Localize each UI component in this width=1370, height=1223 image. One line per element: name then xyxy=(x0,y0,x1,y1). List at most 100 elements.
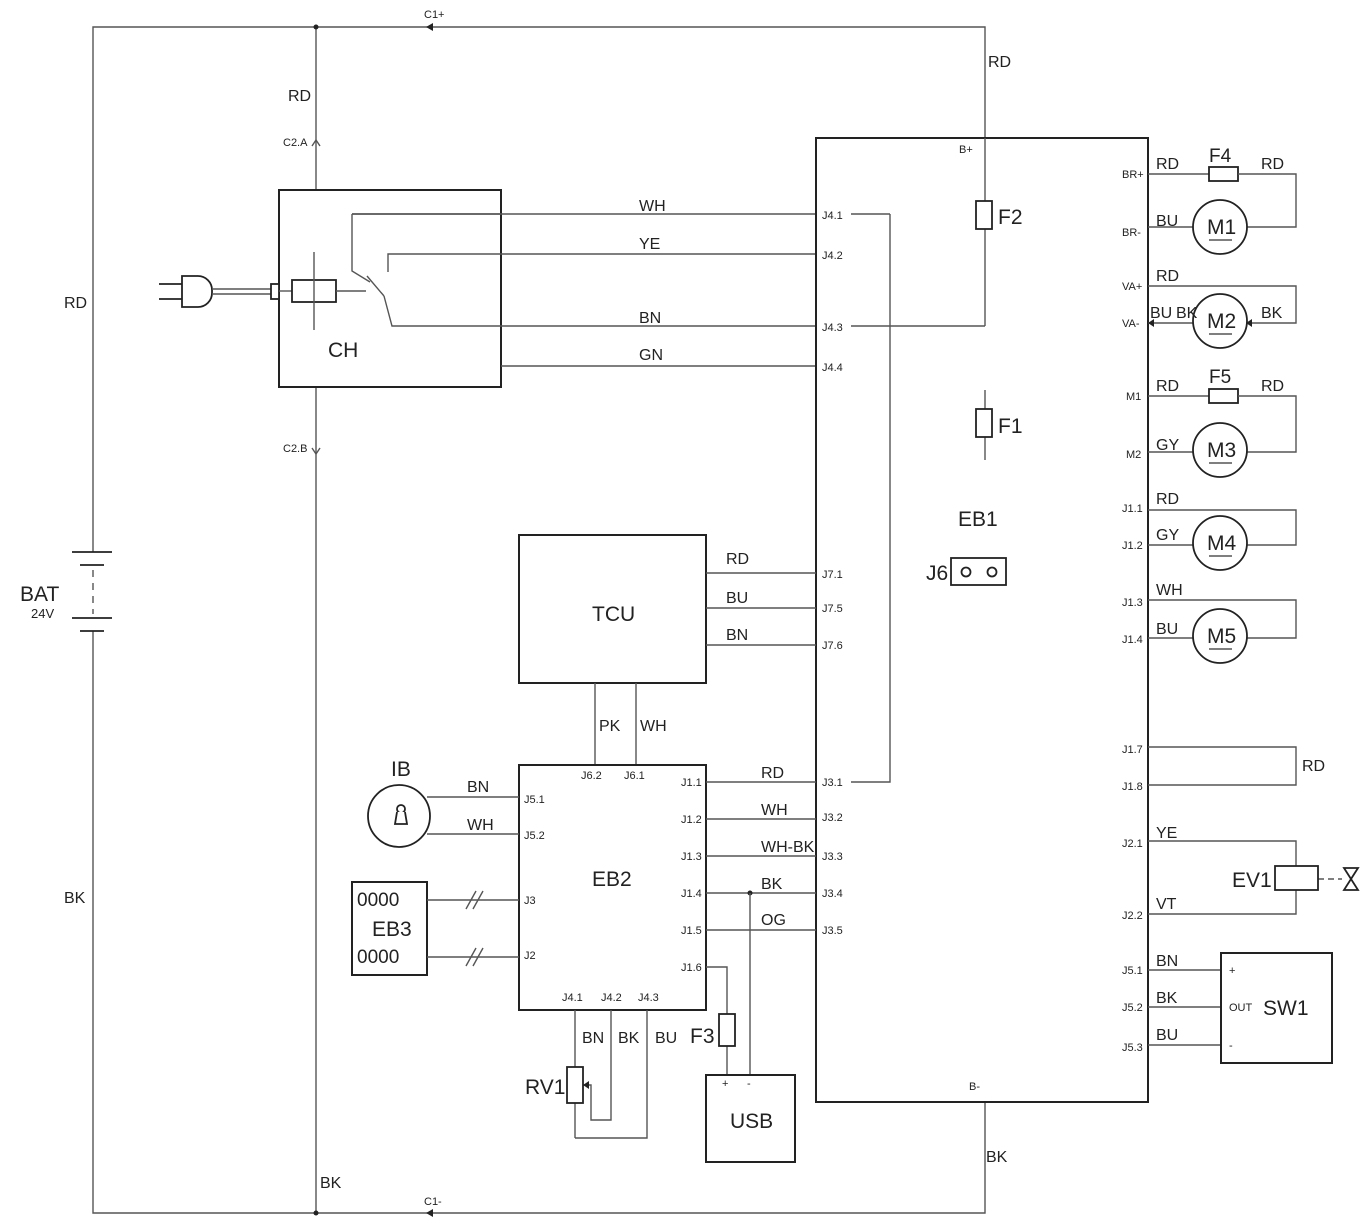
eb1-pin-j4-1: J4.1 xyxy=(822,210,843,222)
ch-label: CH xyxy=(328,339,358,362)
tcu-label: TCU xyxy=(592,603,635,626)
m1-wiring xyxy=(1148,166,1297,228)
fuse-f3 xyxy=(718,1013,736,1047)
eb2-pin-j4-2: J4.2 xyxy=(601,992,622,1004)
eb1-pin-m1: M1 xyxy=(1126,391,1141,403)
bat-voltage-label: 24V xyxy=(31,606,54,621)
eb3-label: EB3 xyxy=(372,918,412,941)
eb2-pin-j1-5: J1.5 xyxy=(681,925,702,937)
wire-label-rv1-bk: BK xyxy=(618,1030,640,1047)
sw1-wiring xyxy=(1148,969,1221,1046)
wire-label-ib-bn: BN xyxy=(467,779,489,796)
wire-label-bk-bminus: BK xyxy=(986,1149,1008,1166)
m4-wiring xyxy=(1148,509,1297,546)
wire-label-m1-rd-left: RD xyxy=(1156,156,1179,173)
wire-label-m3-rd-right: RD xyxy=(1261,378,1284,395)
fuse-f5-label: F5 xyxy=(1209,367,1231,388)
eb1-bplus-label: B+ xyxy=(959,144,973,156)
connector-c1-minus: C1- xyxy=(424,1196,442,1208)
wire-label-ch-gn: GN xyxy=(639,347,663,364)
wire-label-m1-bu: BU xyxy=(1156,213,1178,230)
wire-label-bk-bottom: BK xyxy=(320,1175,342,1192)
bat-label: BAT xyxy=(20,583,59,606)
m3-wiring xyxy=(1148,388,1297,453)
usb-pin-plus: + xyxy=(722,1078,728,1090)
valve-ev1 xyxy=(1274,865,1319,891)
fuse-f4-label: F4 xyxy=(1209,146,1232,167)
eb1-pin-j5-3: J5.3 xyxy=(1122,1042,1143,1054)
eb1-pin-j3-5: J3.5 xyxy=(822,925,843,937)
sw1-box xyxy=(1220,952,1333,1064)
eb1-pin-j3-3: J3.3 xyxy=(822,851,843,863)
eb2-to-eb1-wires xyxy=(706,781,816,1075)
wire-label-tcu-rd: RD xyxy=(726,551,749,568)
eb1-pin-j3-2: J3.2 xyxy=(822,812,843,824)
eb1-pin-j1-4: J1.4 xyxy=(1122,634,1143,646)
eb3-box xyxy=(351,881,428,976)
eb1-bminus-label: B- xyxy=(969,1081,980,1093)
wire-label-m2-rd: RD xyxy=(1156,268,1179,285)
eb1-pin-m2: M2 xyxy=(1126,449,1141,461)
eb2-pin-j2: J2 xyxy=(524,950,536,962)
eb2-pin-j6-2: J6.2 xyxy=(581,770,602,782)
eb1-pin-j2-2: J2.2 xyxy=(1122,910,1143,922)
eb2-label: EB2 xyxy=(592,868,632,891)
wire-label-m3-gy: GY xyxy=(1156,437,1179,454)
wire-label-tcu-wh: WH xyxy=(640,718,667,735)
wire-label-ib-wh: WH xyxy=(467,817,494,834)
eb1-pin-va-plus: VA+ xyxy=(1122,281,1142,293)
eb1-pin-j4-2: J4.2 xyxy=(822,250,843,262)
wire-label-m2-bk-right: BK xyxy=(1261,305,1283,322)
eb2-pin-j4-3: J4.3 xyxy=(638,992,659,1004)
wire-label-m4-rd: RD xyxy=(1156,491,1179,508)
fuse-f3-label: F3 xyxy=(690,1025,715,1048)
eb3-connector-bottom: 0000 xyxy=(357,947,399,968)
eb1-pin-j1-7: J1.7 xyxy=(1122,744,1143,756)
eb1-label: EB1 xyxy=(958,508,998,531)
sw1-label: SW1 xyxy=(1263,997,1309,1020)
wire-label-m2-bk-left: BK xyxy=(1176,305,1198,322)
wire-label-sw1-bk: BK xyxy=(1156,990,1178,1007)
eb1-pin-j4-3: J4.3 xyxy=(822,322,843,334)
eb1-pin-va-minus: VA- xyxy=(1122,318,1140,330)
eb1-pin-j7-1: J7.1 xyxy=(822,569,843,581)
eb2-pin-j6-1: J6.1 xyxy=(624,770,645,782)
eb1-pin-j5-2: J5.2 xyxy=(1122,1002,1143,1014)
motor-m5-label: M5 xyxy=(1207,625,1236,648)
eb2-pin-j5-1: J5.1 xyxy=(524,794,545,806)
tcu-to-eb1-wires xyxy=(706,572,816,646)
jumper-j6 xyxy=(950,557,1007,586)
motor-m2-label: M2 xyxy=(1207,310,1236,333)
wire-label-bk-bat: BK xyxy=(64,890,86,907)
eb1-pin-j1-2: J1.2 xyxy=(1122,540,1143,552)
loop-j1-7-j1-8 xyxy=(1148,746,1297,786)
eb1-right-pins: BR+ BR- VA+ VA- M1 M2 J1.1 J1.2 J1.3 J1.… xyxy=(1122,169,1144,1054)
eb2-pin-j1-6: J1.6 xyxy=(681,962,702,974)
eb2-pin-j1-1: J1.1 xyxy=(681,777,702,789)
ib-to-eb2-wires xyxy=(427,796,519,835)
eb1-internal-wires xyxy=(851,138,986,783)
jumper-j6-label: J6 xyxy=(926,562,948,585)
wire-label-sw1-bu: BU xyxy=(1156,1027,1178,1044)
wire-label-eb2-bk: BK xyxy=(761,876,783,893)
plug-icon xyxy=(159,275,280,308)
wire-label-sw1-bn: BN xyxy=(1156,953,1178,970)
wire-label-tcu-bu: BU xyxy=(726,590,748,607)
wire-label-rd-c2a: RD xyxy=(288,88,311,105)
connector-c2b: C2.B xyxy=(283,443,307,455)
sw1-pin-out: OUT xyxy=(1229,1002,1253,1014)
tcu-box xyxy=(518,534,707,684)
sw1-pin-plus: + xyxy=(1229,965,1235,977)
rv1-wiring xyxy=(574,1010,648,1139)
m5-wiring xyxy=(1148,599,1297,639)
ev1-wiring xyxy=(1148,840,1360,915)
motor-m1-label: M1 xyxy=(1207,216,1236,239)
usb-box xyxy=(705,1074,796,1163)
motor-m1 xyxy=(1192,199,1248,255)
potentiometer-rv1 xyxy=(566,1066,584,1104)
wire-label-ch-wh: WH xyxy=(639,198,666,215)
fuse-f2 xyxy=(975,200,993,230)
ib-label: IB xyxy=(391,758,411,781)
motor-m4-label: M4 xyxy=(1207,532,1236,555)
eb2-pin-j3: J3 xyxy=(524,895,536,907)
